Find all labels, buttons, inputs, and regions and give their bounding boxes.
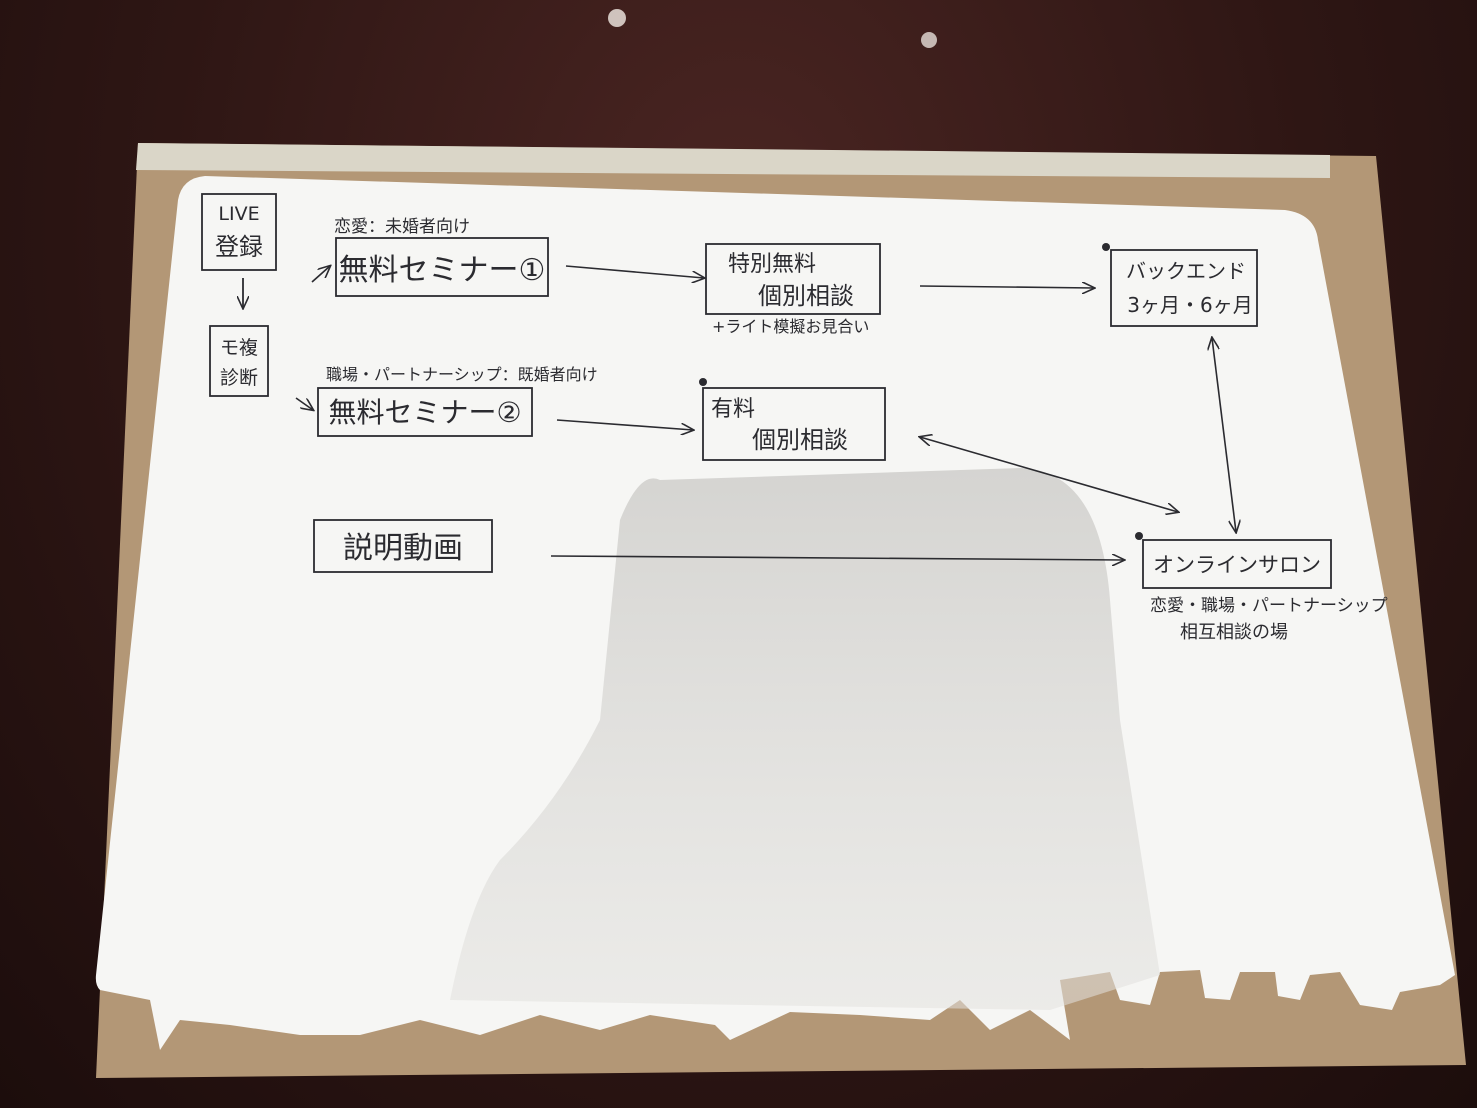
arrow-to-seminar2 [295, 397, 313, 410]
paid-consult-dot [699, 378, 707, 386]
table-light-2 [921, 32, 937, 48]
live-register-line1: LIVE [218, 203, 259, 225]
arrow-seminar2-to-paid [556, 419, 693, 430]
live-register-line2: 登録 [215, 233, 263, 261]
special-consult-caption: +ライト模擬お見合い [712, 317, 869, 336]
live-register-box [201, 193, 277, 271]
diagnosis-line1: モ複 [220, 337, 258, 359]
diagnosis-box [209, 325, 269, 397]
paid-consult-box [702, 387, 886, 461]
special-consult-line1: 特別無料 [728, 252, 816, 277]
salon-label: オンラインサロン [1153, 553, 1321, 577]
seminar2-caption: 職場・パートナーシップ：既婚者向け [326, 365, 598, 384]
salon-dot [1135, 532, 1143, 540]
arrow-video-to-salon [550, 556, 1124, 560]
arrow-to-seminar1 [311, 266, 330, 283]
seminar2-label: 無料セミナー② [328, 396, 521, 429]
diagnosis-line2: 診断 [220, 367, 258, 389]
backend-line1: バックエンド [1126, 259, 1246, 283]
salon-box [1142, 539, 1332, 589]
arrow-special-to-backend [919, 286, 1094, 288]
hand-shadow [450, 468, 1160, 1010]
arrow-backend-salon-bidirectional [1212, 338, 1236, 532]
backend-dot [1102, 243, 1110, 251]
salon-caption2: 相互相談の場 [1180, 622, 1288, 643]
seminar2-box [317, 387, 533, 437]
notebook-top-strip [136, 143, 1330, 178]
table-light-1 [608, 9, 626, 27]
video-box [313, 519, 493, 573]
backend-box [1110, 249, 1258, 327]
paid-consult-line2: 個別相談 [752, 426, 848, 454]
backend-line2: 3ヶ月・6ヶ月 [1127, 293, 1252, 317]
arrow-paid-salon-bidirectional [920, 437, 1178, 512]
seminar1-caption: 恋愛：未婚者向け [334, 216, 470, 237]
video-label: 説明動画 [343, 531, 463, 566]
seminar1-box [335, 237, 549, 297]
special-consult-line2: 個別相談 [758, 282, 854, 310]
salon-caption1: 恋愛・職場・パートナーシップ [1150, 595, 1388, 616]
paid-consult-line1: 有料 [711, 397, 755, 422]
seminar1-label: 無料セミナー① [339, 253, 546, 288]
arrow-seminar1-to-special [565, 265, 704, 278]
